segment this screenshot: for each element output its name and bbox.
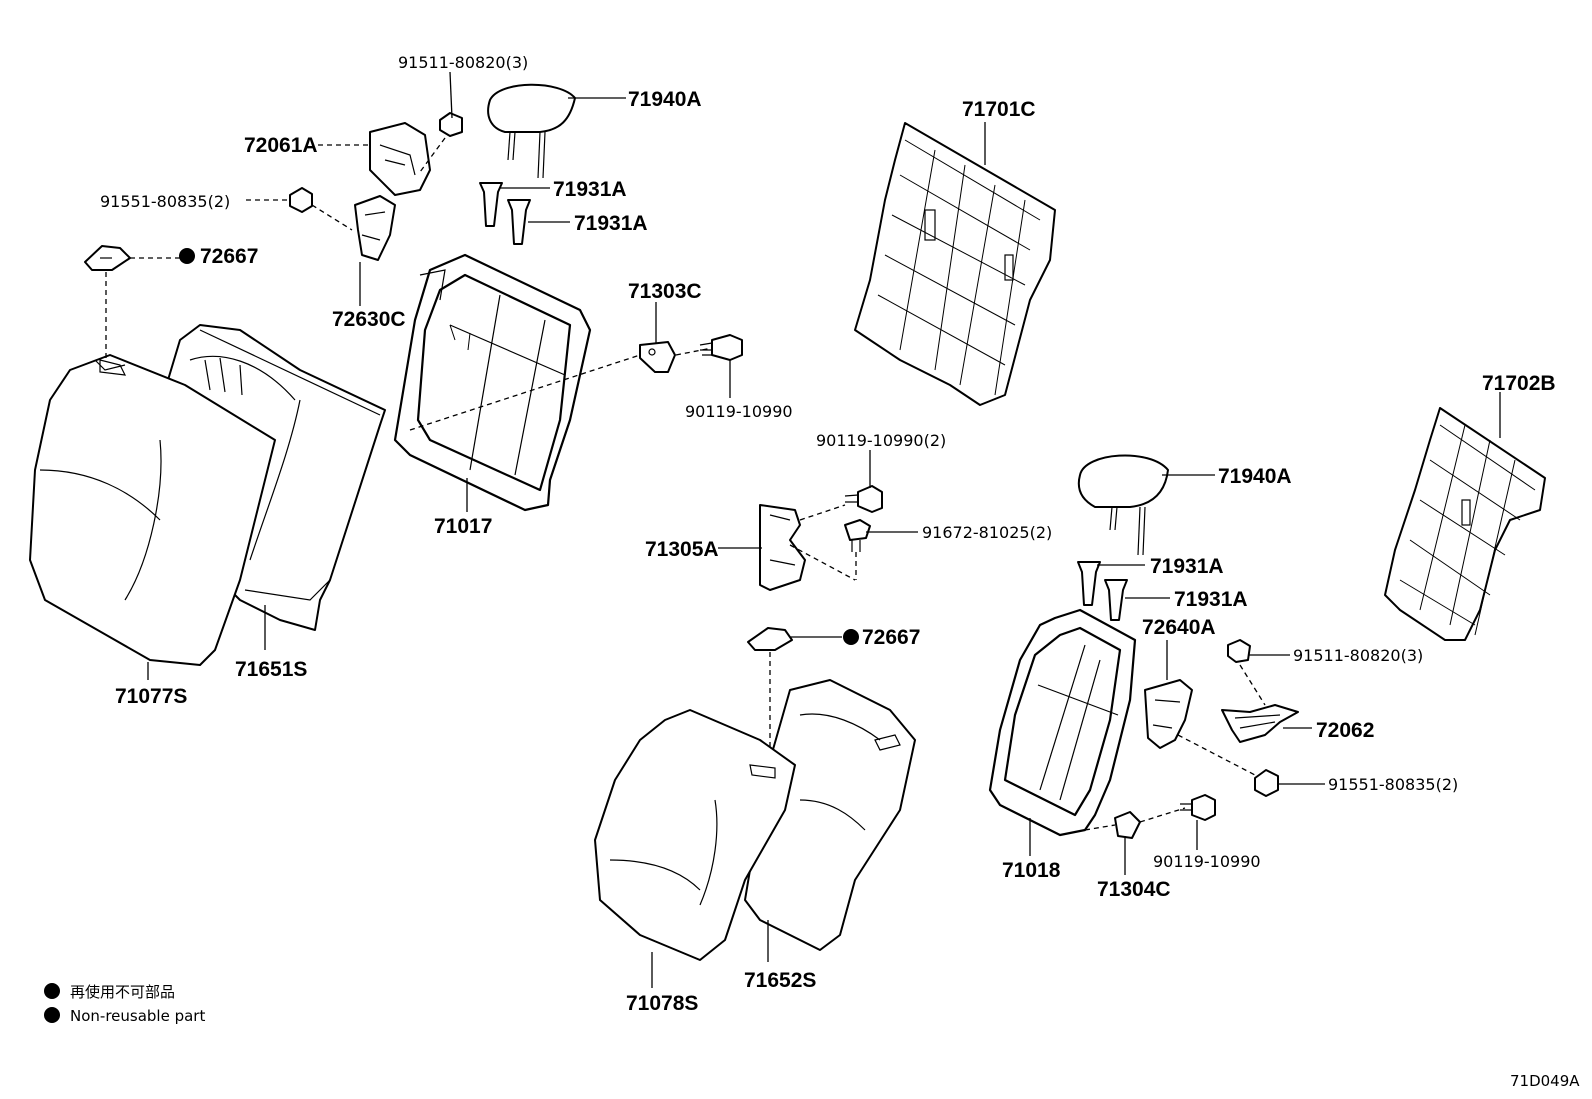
bracket-72630C-shape [354,195,396,261]
seatback-frame-71017-shape [393,253,592,512]
guide-71931A-1-shape [479,182,503,227]
label-91551-right: 91551-80835(2) [1328,775,1458,794]
bolt-91511-right-shape [1227,639,1251,663]
bolt-91672-shape [844,519,871,552]
label-91511-right: 91511-80820(3) [1293,646,1423,665]
label-90119-c: 90119-10990 [1153,852,1261,871]
bracket-71305A-shape [759,504,806,591]
label-71304C: 71304C [1097,878,1171,901]
clip-72667-left-shape [84,245,131,271]
label-71701C: 71701C [962,98,1036,121]
label-71303C: 71303C [628,280,702,303]
clip-72667-center-shape [747,627,793,651]
bolt-90119-c-shape [1180,794,1216,821]
legend-english: Non-reusable part [70,1007,205,1025]
back-board-71701C-shape [854,122,1056,406]
label-71931A-4: 71931A [1174,588,1248,611]
back-board-71702B-shape [1384,407,1546,641]
label-72640A: 72640A [1142,616,1216,639]
bracket-71304C-shape [1114,811,1141,839]
headrest-71940A-right-shape [1077,454,1169,556]
label-72667-center: 72667 [862,626,920,649]
label-72667-left: 72667 [200,245,258,268]
non-reusable-marker-72667-center [843,629,859,645]
label-71652S: 71652S [744,969,816,992]
label-72061A: 72061A [244,134,318,157]
bracket-72061A-shape [369,122,431,196]
label-71078S: 71078S [626,992,698,1015]
label-72630C: 72630C [332,308,406,331]
legend-japanese: 再使用不可部品 [70,983,175,1001]
bolt-90119-b-shape [844,485,883,513]
label-91672: 91672-81025(2) [922,523,1052,542]
label-71931A-2: 71931A [574,212,648,235]
label-91551-left: 91551-80835(2) [100,192,230,211]
legend-marker-jp [44,983,60,999]
leader-lines [130,71,1501,988]
seatback-frame-71018-shape [988,608,1137,837]
label-71018: 71018 [1002,859,1061,882]
bracket-72062-shape [1221,704,1299,743]
label-71940A-right: 71940A [1218,465,1292,488]
guide-71931A-4-shape [1104,579,1128,621]
bolt-90119-a-shape [699,334,743,361]
label-71305A: 71305A [645,538,719,561]
label-71702B: 71702B [1482,372,1556,395]
label-71077S: 71077S [115,685,187,708]
bracket-72640A-shape [1144,679,1193,749]
bolt-91551-left-shape [289,187,313,213]
label-71931A-1: 71931A [553,178,627,201]
headrest-71940A-top-shape [487,83,576,179]
label-90119-a: 90119-10990 [685,402,793,421]
bolt-91511-top-shape [439,112,463,137]
guide-71931A-2-shape [507,199,531,245]
diagram-id: 71D049A [1510,1072,1580,1090]
non-reusable-marker-72667-left [179,248,195,264]
label-71940A-top: 71940A [628,88,702,111]
label-71651S: 71651S [235,658,307,681]
label-91511-top: 91511-80820(3) [398,53,528,72]
label-90119-b: 90119-10990(2) [816,431,946,450]
label-71931A-3: 71931A [1150,555,1224,578]
label-71017: 71017 [434,515,492,538]
seatback-cover-71077S-shape [29,354,276,666]
legend: 再使用不可部品 Non-reusable part [44,983,205,1025]
bracket-71303C-shape [639,341,676,373]
legend-marker-en [44,1007,60,1023]
label-72062: 72062 [1316,719,1374,742]
bolt-91551-right-shape [1254,769,1279,797]
seatback-cover-71078S-shape [594,709,796,961]
guide-71931A-3-shape [1077,561,1101,606]
